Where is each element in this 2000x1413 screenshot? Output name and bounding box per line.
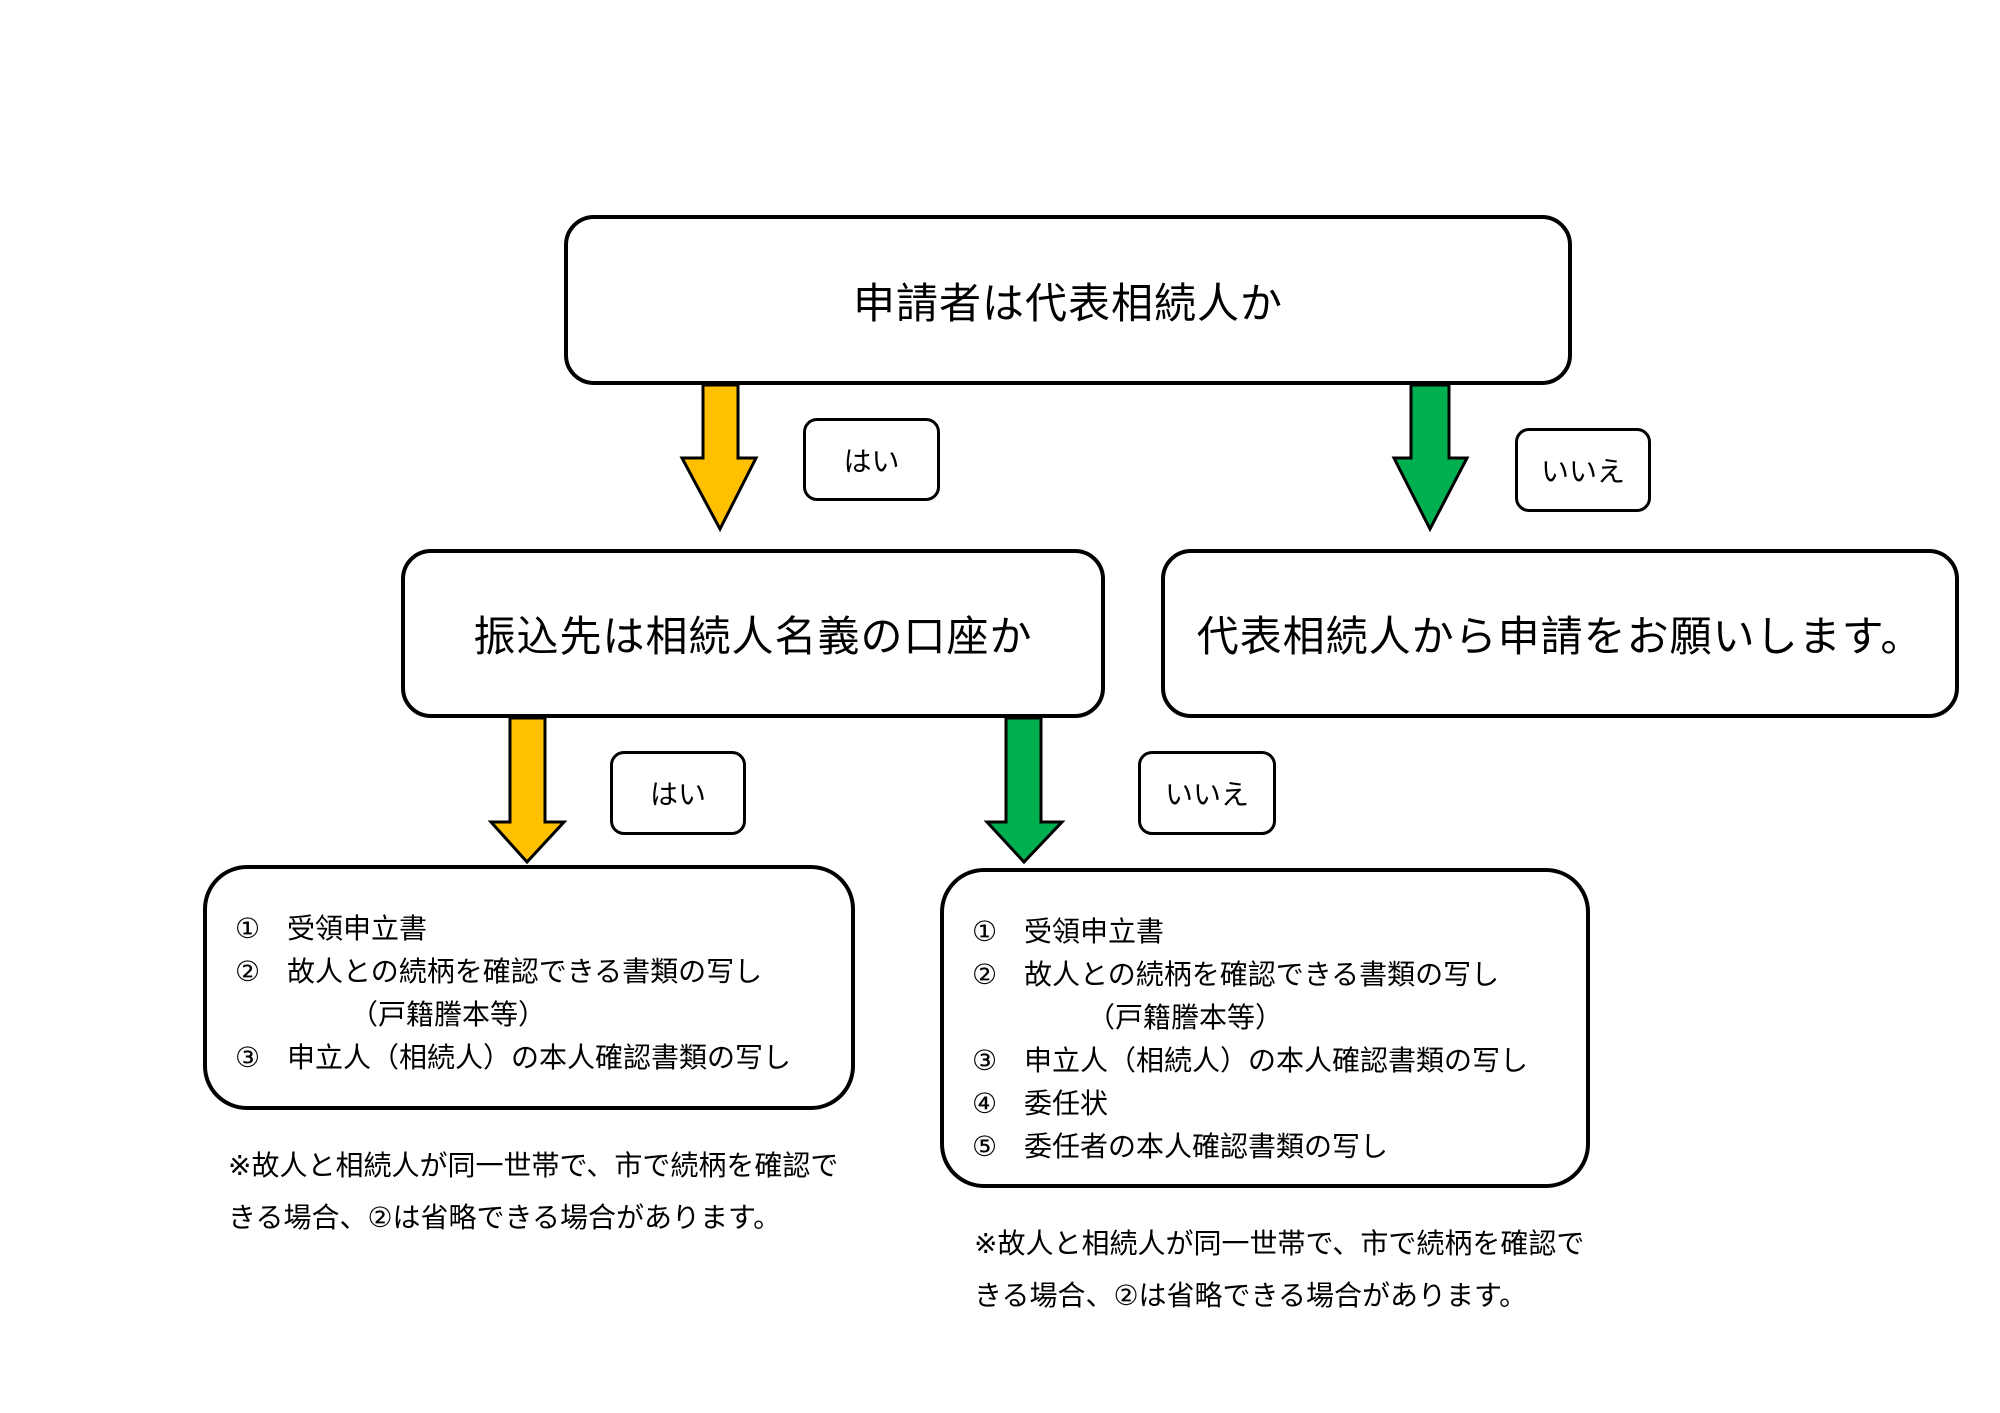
question-applicant-is-representative: 申請者は代表相続人か (564, 215, 1572, 385)
document-item-sub: （戸籍謄本等） (1087, 1001, 1284, 1034)
document-item: ④ 委任状 (972, 1087, 1109, 1120)
document-item: ② 故人との続柄を確認できる書類の写し (235, 955, 763, 988)
no-documents-note: ※故人と相続人が同一世帯で、市で続柄を確認で きる場合、②は省略できる場合があり… (974, 1227, 1585, 1312)
no-arrow-2 (983, 716, 1066, 865)
yes-arrow-1 (679, 383, 759, 533)
question2-text: 振込先は相続人名義の口座か (473, 612, 1033, 661)
document-item: ① 受領申立書 (235, 912, 428, 945)
question-account-in-heir-name: 振込先は相続人名義の口座か (401, 549, 1105, 718)
yes-documents-note: ※故人と相続人が同一世帯で、市で続柄を確認で きる場合、②は省略できる場合があり… (228, 1149, 839, 1234)
question1-text: 申請者は代表相続人か (852, 278, 1283, 328)
yes-label-2: はい (610, 751, 746, 835)
result-apply-from-representative: 代表相続人から申請をお願いします。 (1161, 549, 1959, 718)
document-item-sub: （戸籍謄本等） (350, 998, 547, 1031)
document-item: ③ 申立人（相続人）の本人確認書類の写し (235, 1041, 792, 1074)
no-label-1: いいえ (1515, 428, 1651, 512)
yes-arrow-2 (487, 716, 568, 865)
document-item: ② 故人との続柄を確認できる書類の写し (972, 958, 1500, 991)
no-result-text: 代表相続人から申請をお願いします。 (1196, 612, 1924, 661)
document-item: ⑤ 委任者の本人確認書類の写し (972, 1130, 1389, 1163)
yes-label-1: はい (803, 418, 940, 501)
no-documents-box: ① 受領申立書 ② 故人との続柄を確認できる書類の写し （戸籍謄本等） ③ 申立… (940, 868, 1590, 1188)
no-arrow-1 (1391, 383, 1470, 533)
yes-documents-box: ① 受領申立書 ② 故人との続柄を確認できる書類の写し （戸籍謄本等） ③ 申立… (203, 865, 855, 1110)
document-item: ① 受領申立書 (972, 915, 1165, 948)
no-label-2: いいえ (1138, 751, 1276, 835)
document-item: ③ 申立人（相続人）の本人確認書類の写し (972, 1044, 1529, 1077)
